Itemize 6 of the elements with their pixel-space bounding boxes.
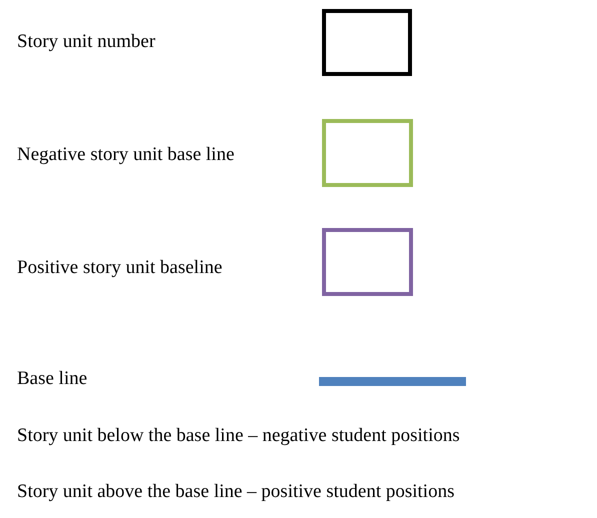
legend-label: Negative story unit base line [17,144,234,166]
legend-label: Base line [17,368,88,390]
legend-label: Positive story unit baseline [17,257,222,279]
note: Story unit below the base line – negative student positions [17,425,460,447]
legend-label: Story unit number [17,31,156,53]
note: Story unit above the base line – positive student positions [17,481,454,503]
